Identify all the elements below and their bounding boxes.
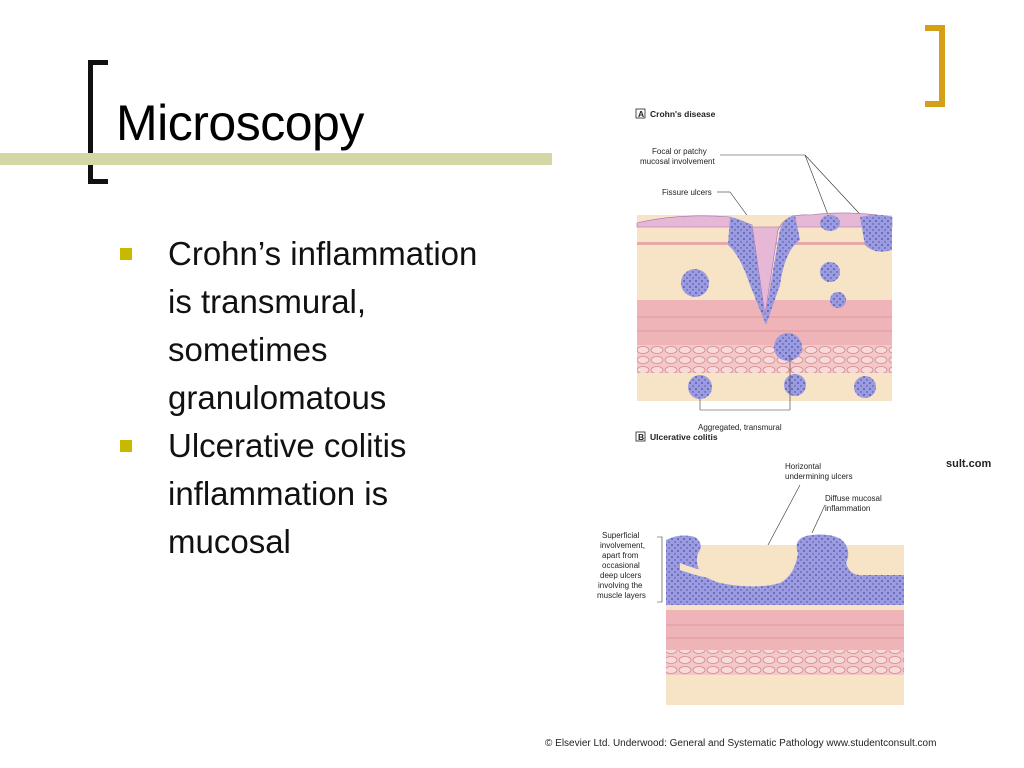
panel-a: A Crohn's disease Focal or patchy mucosa…: [635, 108, 893, 432]
title-bracket-left: [88, 60, 108, 184]
partial-website-text: sult.com: [946, 458, 991, 470]
bullet-text: Crohn’s inflammation is transmural, some…: [168, 235, 478, 416]
panel-a-letter-box: [635, 108, 646, 119]
bullet-text: Ulcerative colitis inflammation is mucos…: [168, 427, 407, 560]
label-fissure: Fissure ulcers: [662, 188, 712, 197]
panel-b: B Ulcerative colitis Horizontal undermin…: [597, 431, 904, 705]
label-diffuse-line2: inflammation: [825, 504, 870, 513]
label-horizontal-line1: Horizontal: [785, 462, 821, 471]
panel-a-letter: A: [638, 109, 644, 119]
slide-title: Microscopy: [116, 95, 364, 151]
bullet-marker-icon: [120, 248, 132, 260]
bullet-item: Ulcerative colitis inflammation is mucos…: [118, 422, 478, 566]
bullet-list: Crohn’s inflammation is transmural, some…: [118, 230, 478, 566]
pathology-diagram: A Crohn's disease Focal or patchy mucosa…: [597, 108, 991, 705]
panel-b-letter: B: [638, 432, 644, 442]
title-underline-bar: [0, 153, 552, 165]
panel-b-letter-box: [635, 431, 646, 442]
panel-b-heading: Ulcerative colitis: [650, 432, 718, 442]
label-diffuse-line1: Diffuse mucosal: [825, 494, 882, 503]
label-superficial: Superficial involvement, apart from occa…: [597, 531, 647, 600]
copyright-notice: © Elsevier Ltd. Underwood: General and S…: [545, 738, 937, 749]
bullet-marker-icon: [120, 440, 132, 452]
label-focal-line1: Focal or patchy: [652, 147, 707, 156]
label-aggregated: Aggregated, transmural: [698, 423, 782, 432]
bullet-item: Crohn’s inflammation is transmural, some…: [118, 230, 478, 422]
label-horizontal-line2: undermining ulcers: [785, 472, 853, 481]
label-focal-line2: mucosal involvement: [640, 157, 715, 166]
title-bracket-right: [925, 25, 945, 107]
panel-a-heading: Crohn's disease: [650, 109, 716, 119]
